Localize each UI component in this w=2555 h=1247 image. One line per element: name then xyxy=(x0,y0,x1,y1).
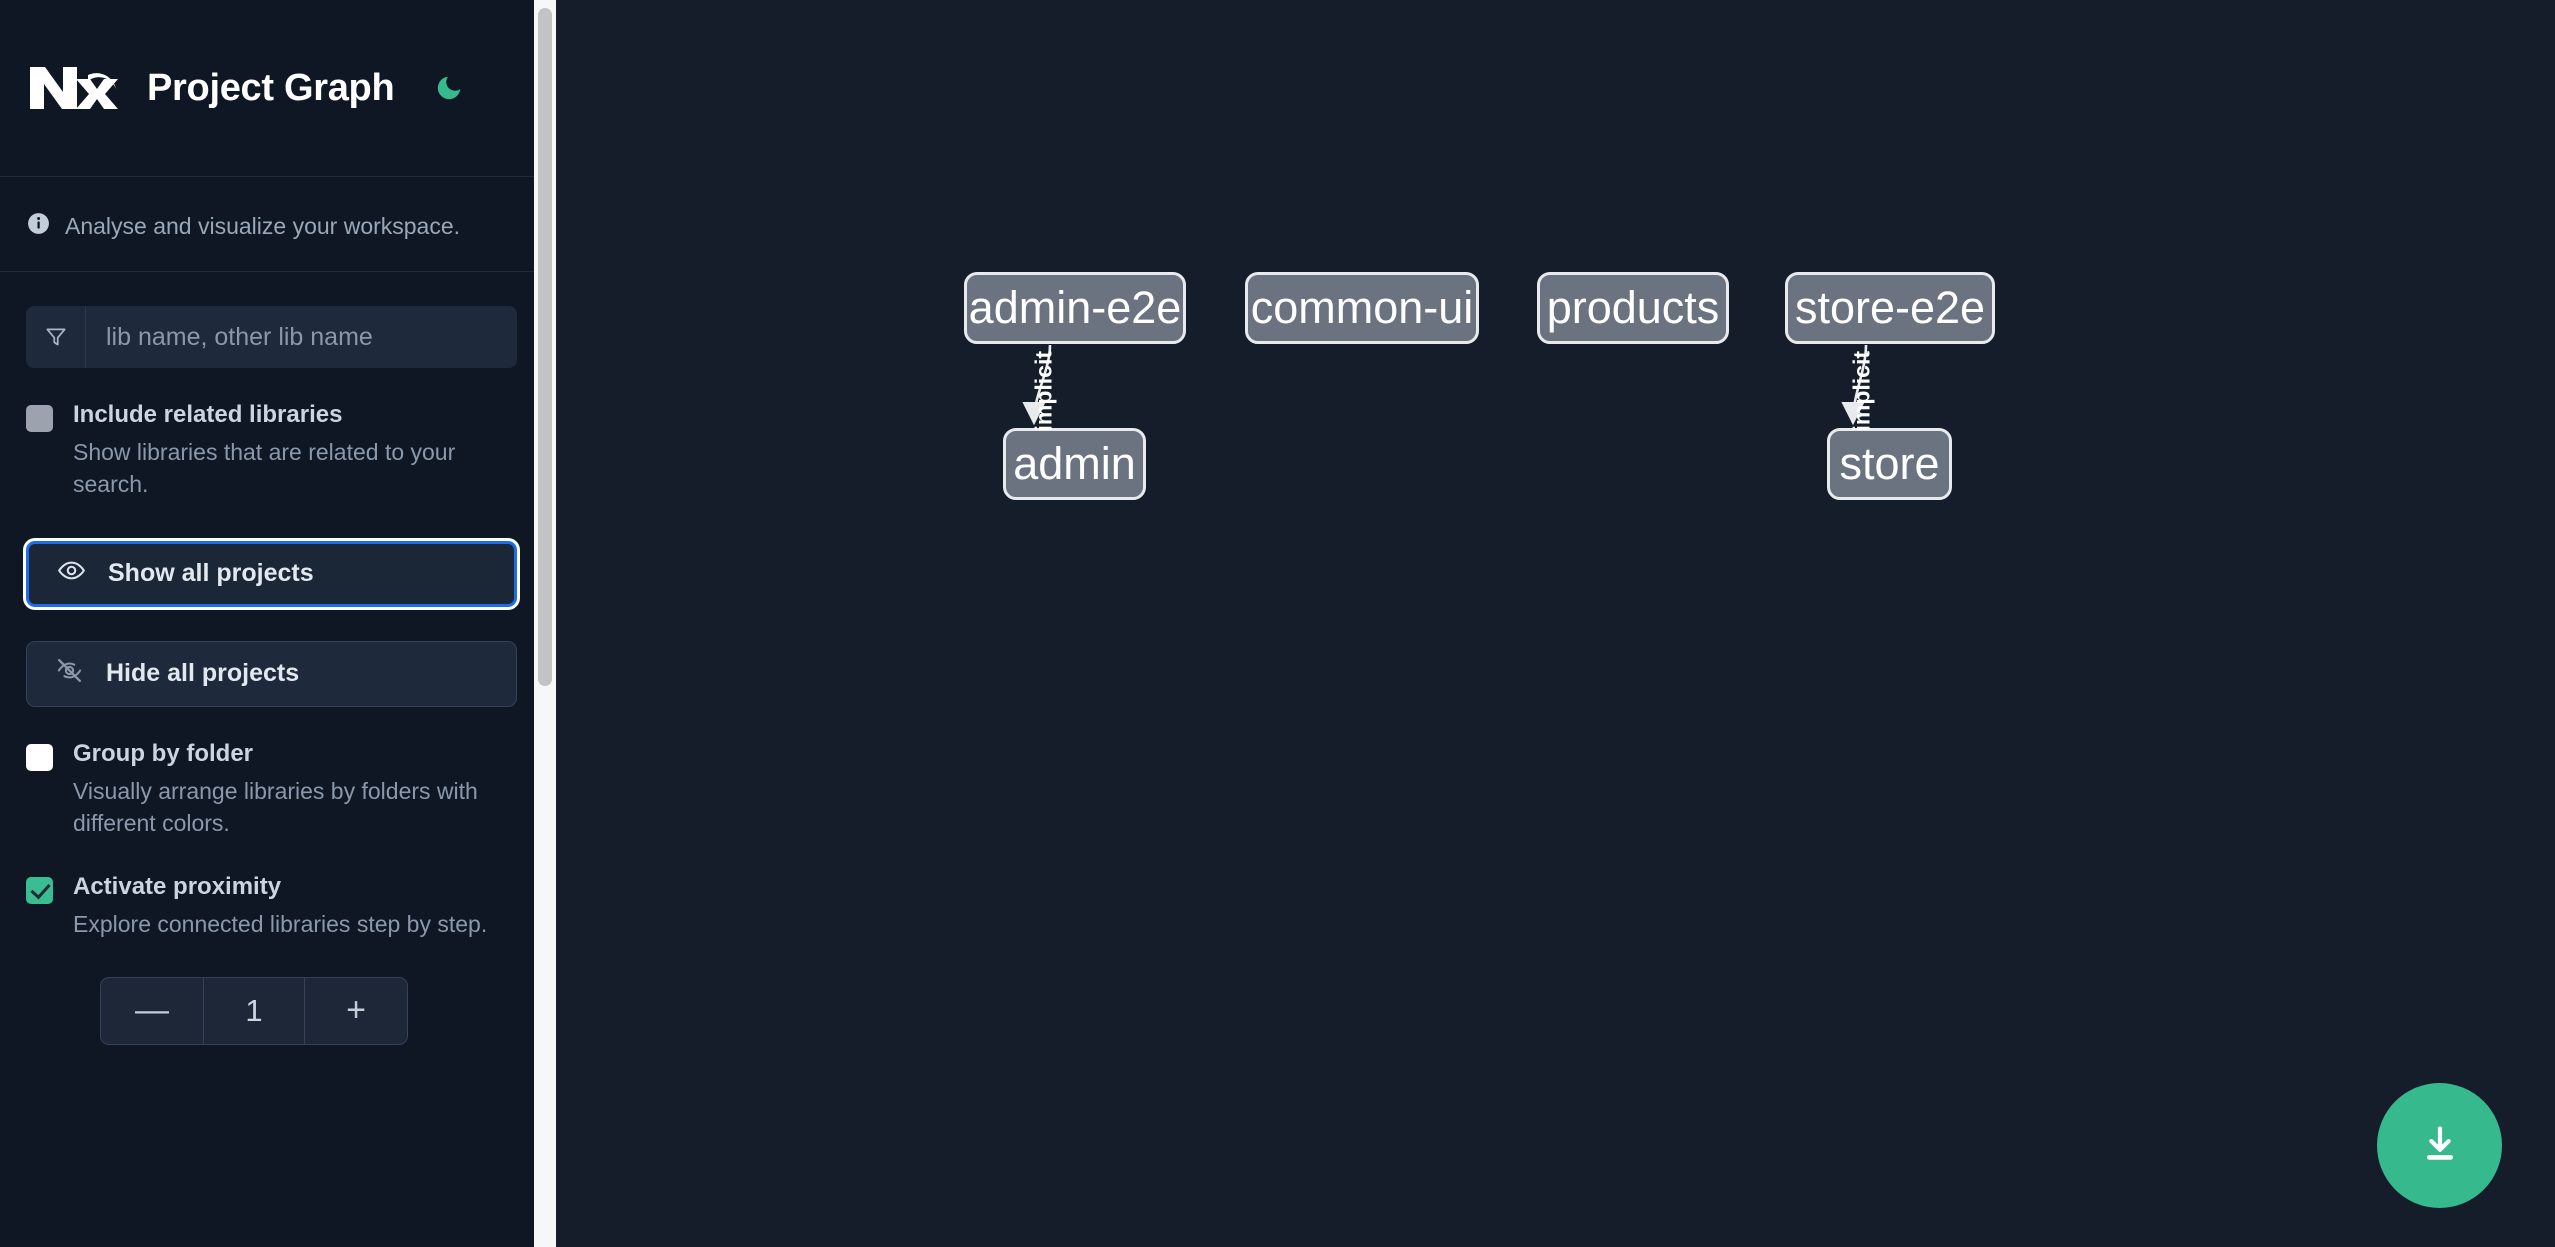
group-by-folder-label: Group by folder xyxy=(73,739,253,767)
proximity-increment-button[interactable]: + xyxy=(305,978,407,1044)
search-input[interactable] xyxy=(86,306,517,368)
filter-funnel-icon xyxy=(26,306,86,368)
graph-node-admin[interactable]: admin xyxy=(1003,428,1146,500)
option-include-related-libraries[interactable]: Include related libraries Show libraries… xyxy=(26,401,517,501)
sidebar: Project Graph Analyse and visualize your… xyxy=(0,0,556,1247)
graph-node-label: admin-e2e xyxy=(968,282,1182,333)
include-related-libraries-description: Show libraries that are related to your … xyxy=(73,439,456,498)
edge-label-store-implicit: implicit xyxy=(1848,350,1875,432)
graph-node-common-ui[interactable]: common-ui xyxy=(1245,272,1479,344)
option-activate-proximity[interactable]: Activate proximity Explore connected lib… xyxy=(26,872,517,941)
option-group-by-folder[interactable]: Group by folder Visually arrange librari… xyxy=(26,739,517,840)
sidebar-scrollbar-thumb[interactable] xyxy=(538,8,552,686)
include-related-libraries-checkbox[interactable] xyxy=(26,405,53,432)
download-icon xyxy=(2417,1121,2463,1170)
eye-icon xyxy=(57,556,86,592)
graph-edges xyxy=(1022,344,1868,426)
sidebar-scrollbar[interactable] xyxy=(534,0,556,1247)
hide-all-projects-button[interactable]: Hide all projects xyxy=(26,640,517,707)
eye-off-icon xyxy=(55,656,84,692)
workspace-note-text: Analyse and visualize your workspace. xyxy=(65,212,461,239)
option-text-group: Activate proximity Explore connected lib… xyxy=(73,872,517,941)
group-by-folder-description: Visually arrange libraries by folders wi… xyxy=(73,778,478,836)
page-title: Project Graph xyxy=(147,66,395,109)
nx-logo xyxy=(26,57,123,119)
search-box[interactable] xyxy=(26,306,517,368)
show-all-projects-label: Show all projects xyxy=(108,559,314,588)
sidebar-controls: Include related libraries Show libraries… xyxy=(0,306,543,1045)
graph-node-label: store-e2e xyxy=(1794,282,1986,333)
graph-canvas[interactable]: admin-e2e common-ui products store-e2e a… xyxy=(556,0,2555,1247)
moon-icon[interactable] xyxy=(428,67,470,109)
proximity-decrement-button[interactable]: — xyxy=(101,978,203,1044)
option-text-group: Include related libraries Show libraries… xyxy=(73,401,517,501)
hide-all-projects-label: Hide all projects xyxy=(106,659,300,688)
graph-node-products[interactable]: products xyxy=(1537,272,1729,344)
graph-node-label: store xyxy=(1839,438,1940,489)
group-by-folder-checkbox[interactable] xyxy=(26,743,53,771)
download-graph-button[interactable] xyxy=(2377,1083,2502,1208)
sidebar-header: Project Graph xyxy=(0,0,543,177)
info-icon xyxy=(26,211,51,241)
workspace-note: Analyse and visualize your workspace. xyxy=(0,177,543,272)
graph-node-label: common-ui xyxy=(1250,282,1474,333)
show-all-projects-button[interactable]: Show all projects xyxy=(26,540,517,607)
activate-proximity-checkbox[interactable] xyxy=(26,876,53,904)
graph-node-label: products xyxy=(1546,282,1720,333)
edge-label-admin-implicit: implicit xyxy=(1030,350,1057,432)
proximity-stepper: — 1 + xyxy=(100,976,408,1045)
graph-node-admin-e2e[interactable]: admin-e2e xyxy=(964,272,1186,344)
graph-node-store[interactable]: store xyxy=(1827,428,1952,500)
sidebar-content: Project Graph Analyse and visualize your… xyxy=(0,0,543,1247)
proximity-value: 1 xyxy=(203,977,305,1044)
graph-node-label: admin xyxy=(1013,438,1136,489)
visibility-buttons: Show all projects Hide all projects xyxy=(26,540,517,707)
graph-node-store-e2e[interactable]: store-e2e xyxy=(1785,272,1995,344)
activate-proximity-description: Explore connected libraries step by step… xyxy=(73,911,488,938)
activate-proximity-label: Activate proximity xyxy=(73,872,282,900)
option-text-group: Group by folder Visually arrange librari… xyxy=(73,739,517,840)
include-related-libraries-label: Include related libraries xyxy=(73,401,343,428)
